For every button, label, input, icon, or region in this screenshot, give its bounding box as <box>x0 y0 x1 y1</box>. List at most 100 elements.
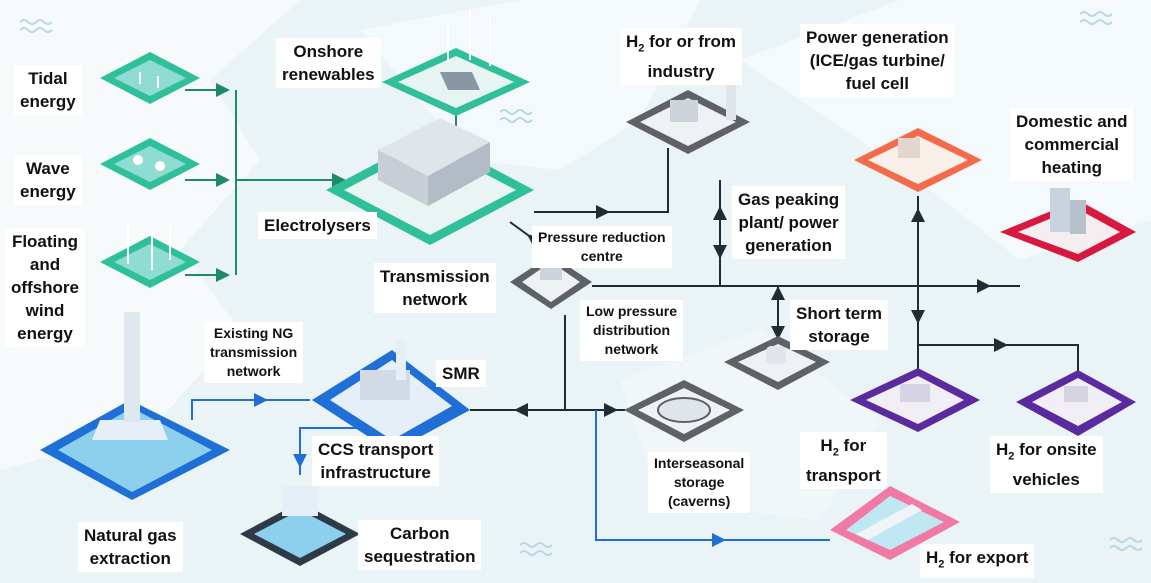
natural-gas-platform-tile <box>40 312 230 500</box>
existing-ng-line-2: transmission <box>210 344 298 360</box>
pressure-reduction-tile <box>510 255 592 309</box>
floating-line-5: energy <box>17 324 73 343</box>
h2-export-label: H2 for export <box>920 544 1035 579</box>
short-term-line-2: storage <box>808 327 870 346</box>
h2-onsite-label: H2 for onsite vehicles <box>990 436 1103 494</box>
domestic-heating-label: Domestic and commercial heating <box>1010 108 1134 181</box>
h2-transport-tile <box>850 368 980 432</box>
carbon-line-2: sequestration <box>364 547 476 566</box>
low-pressure-label: Low pressure distribution network <box>580 300 684 361</box>
h2-export-h: H <box>926 548 939 567</box>
gas-peaking-line-1: Gas peaking <box>738 190 840 209</box>
h2-transport-line-2: transport <box>806 466 881 486</box>
smr-tile <box>312 340 470 452</box>
natural-gas-line-2: extraction <box>89 549 171 568</box>
h2-transport-sub: 2 <box>832 446 839 459</box>
domestic-line-3: heating <box>1041 158 1102 177</box>
interseasonal-line-1: Interseasonal <box>654 455 745 471</box>
interseasonal-label: Interseasonal storage (caverns) <box>648 452 751 513</box>
domestic-line-2: commercial <box>1024 135 1119 154</box>
interseasonal-storage-tile <box>624 380 744 442</box>
carbon-line-1: Carbon <box>389 524 450 543</box>
wave-line-1: Wave <box>25 159 70 178</box>
domestic-heating-tile <box>1000 188 1136 262</box>
interseasonal-line-3: (caverns) <box>668 493 731 509</box>
h2-onsite-line-2: vehicles <box>1012 470 1080 490</box>
ccs-line-1: CCS transport <box>318 440 434 459</box>
power-line-1: Power generation <box>806 28 949 47</box>
low-pressure-line-1: Low pressure <box>586 303 678 319</box>
pressure-line-1: Pressure reduction <box>538 229 666 245</box>
h2-export-sub: 2 <box>938 558 945 571</box>
offshore-wind-label: Floating and offshore wind energy <box>5 228 85 347</box>
power-generation-label: Power generation (ICE/gas turbine/ fuel … <box>800 24 955 97</box>
low-pressure-line-2: distribution <box>593 322 671 338</box>
transmission-line-1: Transmission <box>380 267 490 286</box>
gas-peaking-line-3: generation <box>745 236 832 255</box>
floating-line-2: and <box>29 255 61 274</box>
onshore-line-2: renewables <box>282 65 375 84</box>
h2-onsite-rest: for onsite <box>1014 440 1097 459</box>
wave-energy-label: Wave energy <box>14 155 82 205</box>
tidal-line-2: energy <box>20 92 76 111</box>
power-generation-tile <box>854 128 982 192</box>
short-term-line-1: Short term <box>796 304 882 323</box>
h2-transport-rest: for <box>838 436 867 455</box>
floating-line-3: offshore <box>11 278 79 297</box>
electrolysers-text: Electrolysers <box>264 216 371 235</box>
domestic-line-1: Domestic and <box>1016 112 1128 131</box>
h2-export-tile <box>830 486 960 560</box>
onshore-line-1: Onshore <box>293 42 364 61</box>
interseasonal-line-2: storage <box>673 474 725 490</box>
onshore-renewables-tile <box>382 10 530 116</box>
floating-line-1: Floating <box>11 232 79 251</box>
offshore-wind-tile <box>100 222 200 288</box>
floating-line-4: wind <box>25 301 65 320</box>
h2-onsite-tile <box>1016 370 1136 436</box>
power-line-3: fuel cell <box>845 74 909 93</box>
wave-line-2: energy <box>20 182 76 201</box>
onshore-renewables-label: Onshore renewables <box>276 38 381 88</box>
existing-ng-line-3: network <box>226 363 281 379</box>
pressure-line-2: centre <box>580 248 623 264</box>
h2-industry-tile <box>626 70 750 154</box>
smr-label: SMR <box>436 360 486 387</box>
h2-transport-label: H2 for transport <box>800 432 887 490</box>
gas-peaking-label: Gas peaking plant/ power generation <box>732 186 846 259</box>
transmission-line-2: network <box>402 290 468 309</box>
tidal-line-1: Tidal <box>28 69 68 88</box>
electrolysers-label: Electrolysers <box>258 212 377 239</box>
existing-ng-label: Existing NG transmission network <box>204 322 304 383</box>
low-pressure-line-3: network <box>604 341 659 357</box>
short-term-storage-label: Short term storage <box>790 300 888 350</box>
carbon-sequestration-label: Carbon sequestration <box>358 520 482 570</box>
h2-transport-h: H <box>820 436 833 455</box>
h2-industry-h: H <box>626 32 639 51</box>
electrolysers-tile <box>326 118 534 245</box>
power-line-2: (ICE/gas turbine/ <box>809 51 945 70</box>
h2-industry-label: H2 for or from industry <box>620 28 743 86</box>
hydrogen-flow-lines <box>470 148 1079 417</box>
carbon-sequestration-tile <box>240 486 360 566</box>
tidal-energy-tile <box>100 52 200 104</box>
h2-onsite-h: H <box>996 440 1009 459</box>
ccs-label: CCS transport infrastructure <box>312 436 440 486</box>
pressure-reduction-label: Pressure reduction centre <box>532 226 672 268</box>
natural-gas-flow-lines <box>191 393 830 547</box>
natural-gas-label: Natural gas extraction <box>78 522 183 572</box>
smr-text: SMR <box>442 364 480 383</box>
h2-industry-sub: 2 <box>638 42 645 55</box>
gas-peaking-line-2: plant/ power <box>738 213 839 232</box>
h2-onsite-sub: 2 <box>1008 450 1015 463</box>
existing-ng-line-1: Existing NG <box>213 325 294 341</box>
transmission-network-label: Transmission network <box>374 263 496 313</box>
h2-export-rest: for export <box>944 548 1029 567</box>
wave-energy-tile <box>100 138 200 190</box>
tidal-energy-label: Tidal energy <box>14 65 82 115</box>
h2-industry-rest: for or from <box>644 32 737 51</box>
natural-gas-line-1: Natural gas <box>84 526 177 545</box>
ccs-line-2: infrastructure <box>320 463 431 482</box>
h2-industry-line-2: industry <box>647 62 715 82</box>
